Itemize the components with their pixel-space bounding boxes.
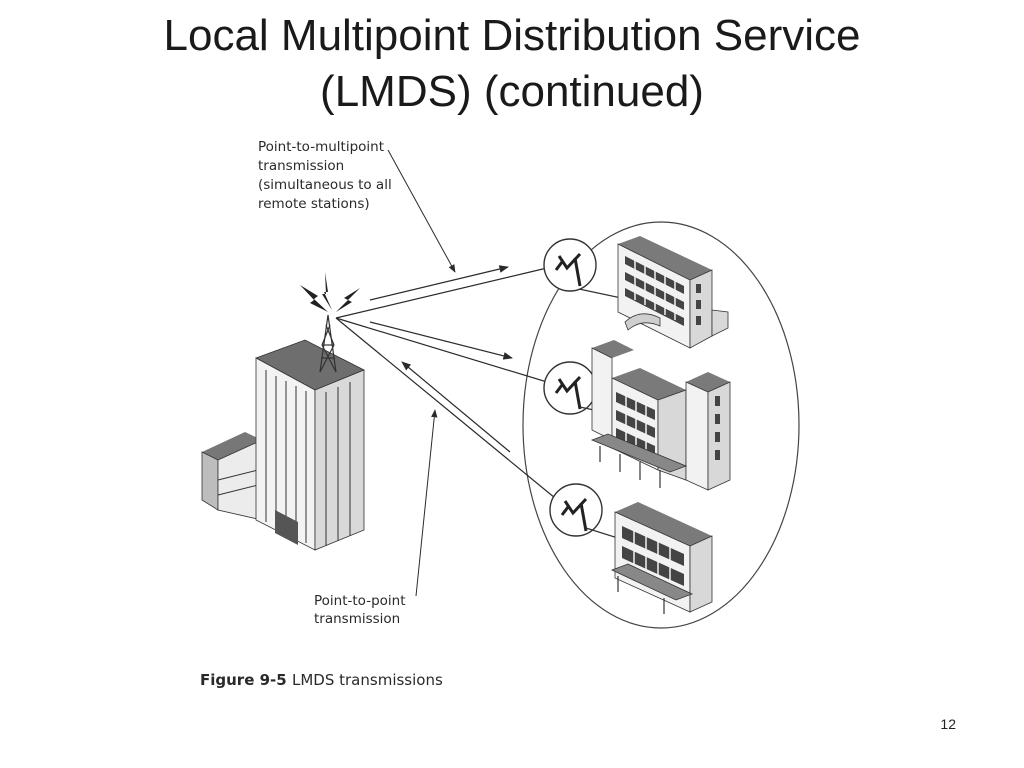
transmission-lines xyxy=(335,265,556,499)
arrow-to-station-middle xyxy=(369,321,513,360)
caption-number: Figure 9-5 xyxy=(200,671,287,689)
remote-station-bottom xyxy=(549,483,713,614)
slide-title-line-1: Local Multipoint Distribution Service xyxy=(163,11,861,60)
remote-station-middle xyxy=(543,340,731,491)
slide-number: 12 xyxy=(940,716,956,732)
leader-arrow-point xyxy=(415,409,438,597)
leader-arrow-multipoint xyxy=(387,149,456,273)
signal-bolt-icons xyxy=(300,272,360,312)
slide-title: Local Multipoint Distribution Service (L… xyxy=(40,8,984,120)
arrow-from-station-bottom xyxy=(401,361,511,453)
caption-text: LMDS transmissions xyxy=(292,671,443,689)
central-base-station xyxy=(201,272,365,551)
remote-stations-ellipse xyxy=(522,221,800,629)
label-point-to-multipoint: Point-to-multipoint transmission (simult… xyxy=(258,139,392,212)
label-point-to-point: Point-to-point transmission xyxy=(314,593,406,627)
figure-caption: Figure 9-5 LMDS transmissions xyxy=(200,671,443,689)
label-point-line-1: Point-to-point xyxy=(314,593,406,609)
label-multipoint-line-4: remote stations) xyxy=(258,196,370,212)
label-point-line-2: transmission xyxy=(314,611,400,627)
antenna-mast xyxy=(319,314,337,373)
label-multipoint-line-3: (simultaneous to all xyxy=(258,177,392,193)
remote-station-top xyxy=(543,236,729,349)
label-multipoint-line-2: transmission xyxy=(258,158,344,174)
slide-title-line-2: (LMDS) (continued) xyxy=(320,67,704,116)
label-multipoint-line-1: Point-to-multipoint xyxy=(258,139,384,155)
arrow-to-station-top xyxy=(369,265,509,301)
